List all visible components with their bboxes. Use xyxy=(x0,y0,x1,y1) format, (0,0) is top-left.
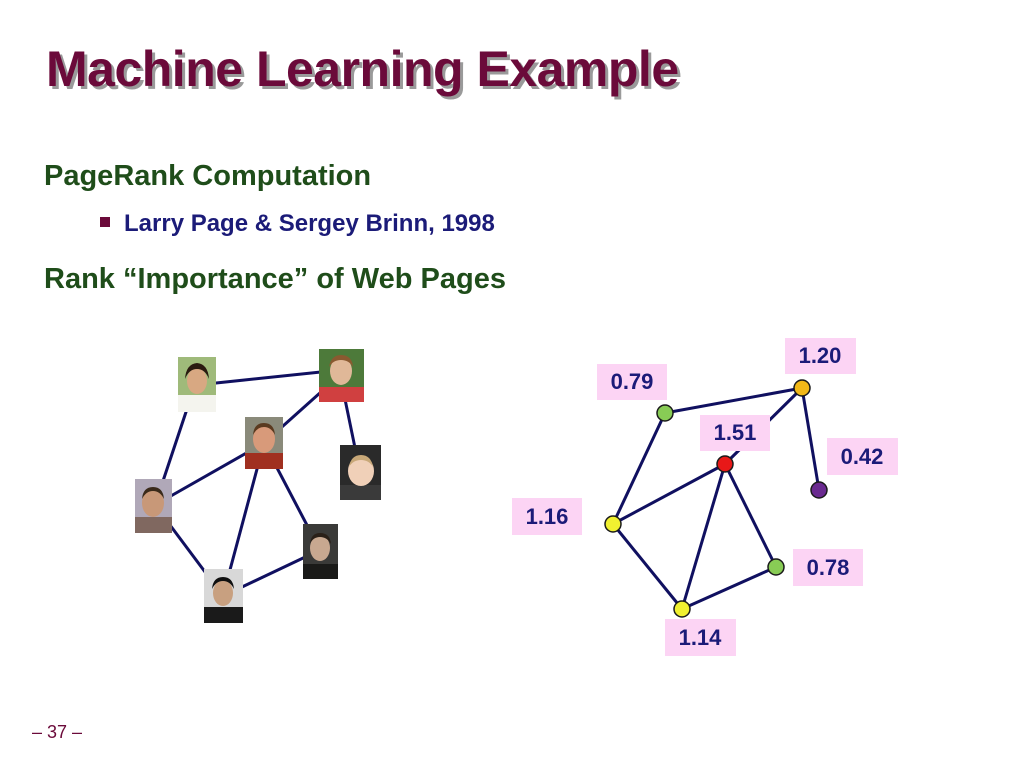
rank-value: 0.78 xyxy=(807,555,850,580)
heading-pagerank: PageRank Computation xyxy=(44,160,372,192)
person-photo xyxy=(204,569,243,623)
graph-node xyxy=(604,515,622,533)
graph-node xyxy=(656,404,674,422)
graph-edge xyxy=(723,463,778,568)
graph-edge xyxy=(611,523,684,610)
people-edge xyxy=(196,368,341,387)
graph-edge xyxy=(680,463,727,610)
person-photo xyxy=(303,524,338,579)
bullet-text: Larry Page & Sergey Brinn, 1998 xyxy=(124,210,495,237)
bullet-item: Larry Page & Sergey Brinn, 1998 xyxy=(100,210,495,238)
rank-value: 1.16 xyxy=(526,504,569,529)
graph-node xyxy=(793,379,811,397)
graph-edge xyxy=(612,462,726,526)
graph-edge xyxy=(800,387,821,491)
graph-edge xyxy=(664,386,803,415)
slide-title: Machine Learning Example xyxy=(46,41,679,97)
graph-node xyxy=(810,481,828,499)
graph-nodes xyxy=(604,379,828,618)
person-photo xyxy=(340,445,381,500)
heading-rank-importance: Rank “Importance” of Web Pages xyxy=(44,263,506,295)
person-photo xyxy=(319,349,364,402)
rank-label: 1.14 xyxy=(665,619,736,656)
pagerank-graph xyxy=(611,386,821,611)
graph-edge xyxy=(681,565,777,611)
graph-node xyxy=(767,558,785,576)
rank-label: 1.16 xyxy=(512,498,582,535)
graph-edge xyxy=(611,412,667,525)
rank-label: 0.78 xyxy=(793,549,863,586)
person-photo xyxy=(178,357,216,412)
rank-value: 0.79 xyxy=(611,369,654,394)
graph-node xyxy=(716,455,734,473)
rank-label: 0.79 xyxy=(597,364,667,400)
rank-value: 1.14 xyxy=(679,625,723,650)
graph-node xyxy=(673,600,691,618)
page-number: – 37 – xyxy=(32,722,83,742)
person-photo xyxy=(135,479,172,533)
rank-label: 0.42 xyxy=(827,438,898,475)
rank-label: 1.51 xyxy=(700,415,770,451)
person-photo xyxy=(245,417,283,469)
rank-value: 0.42 xyxy=(841,444,884,469)
rank-label: 1.20 xyxy=(785,338,856,374)
rank-value: 1.51 xyxy=(714,420,757,445)
square-bullet-icon xyxy=(100,216,110,227)
rank-value: 1.20 xyxy=(799,343,842,368)
